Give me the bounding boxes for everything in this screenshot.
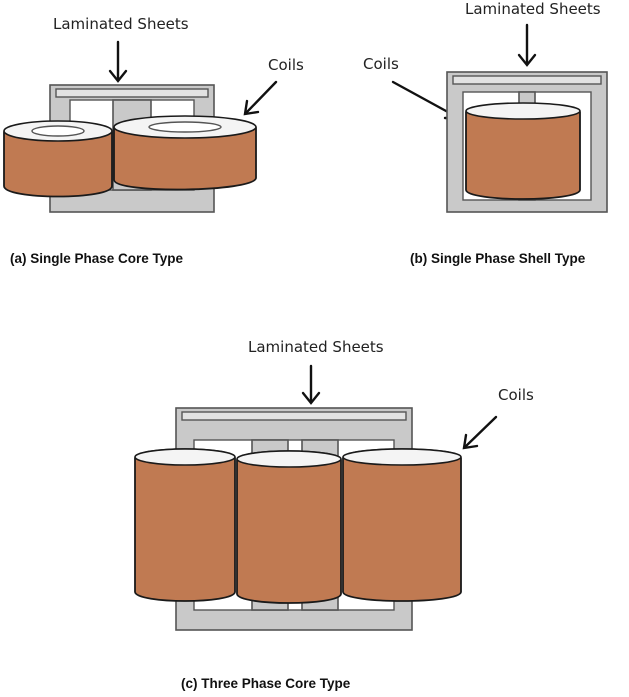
label-laminated-sheets-c: Laminated Sheets — [248, 338, 384, 356]
caption-c: (c) Three Phase Core Type — [181, 676, 351, 691]
label-laminated-sheets-b: Laminated Sheets — [465, 0, 601, 18]
label-coils-b: Coils — [363, 55, 399, 73]
core-top-edge-c — [181, 411, 407, 421]
diagram-a-single-phase-core: Laminated Sheets Coils (a) Single Phase … — [3, 15, 304, 266]
coil-3-c — [342, 448, 462, 602]
coil-right-bore-a — [148, 121, 222, 133]
caption-b: (b) Single Phase Shell Type — [410, 251, 586, 266]
arrowhead-coils-c — [462, 433, 479, 450]
shell-top-edge-b — [452, 75, 602, 85]
label-coils-a: Coils — [268, 56, 304, 74]
coil-top-b — [465, 102, 581, 120]
coil-2-top-c — [236, 450, 342, 468]
arrowhead-coils-a — [243, 99, 260, 116]
coil-1-top-c — [134, 448, 236, 466]
arrowhead-laminated-a — [108, 69, 128, 83]
label-laminated-sheets-a: Laminated Sheets — [53, 15, 189, 33]
coil-2-c — [236, 450, 342, 604]
coil-1-c — [134, 448, 236, 602]
label-coils-c: Coils — [498, 386, 534, 404]
arrowhead-laminated-c — [301, 391, 321, 405]
diagram-b-single-phase-shell: Laminated Sheets Coils (b) Single Phase … — [363, 0, 608, 266]
arrowhead-laminated-b — [517, 53, 537, 67]
core-top-edge-a — [55, 88, 209, 98]
coil-left-bore-a — [31, 125, 85, 137]
arrow-coils-a — [244, 80, 278, 115]
caption-a: (a) Single Phase Core Type — [10, 251, 184, 266]
coil-3-top-c — [342, 448, 462, 466]
arrow-coils-c — [463, 415, 498, 449]
diagram-c-three-phase-core: Laminated Sheets Coils (c) Three Phase C… — [134, 338, 534, 691]
